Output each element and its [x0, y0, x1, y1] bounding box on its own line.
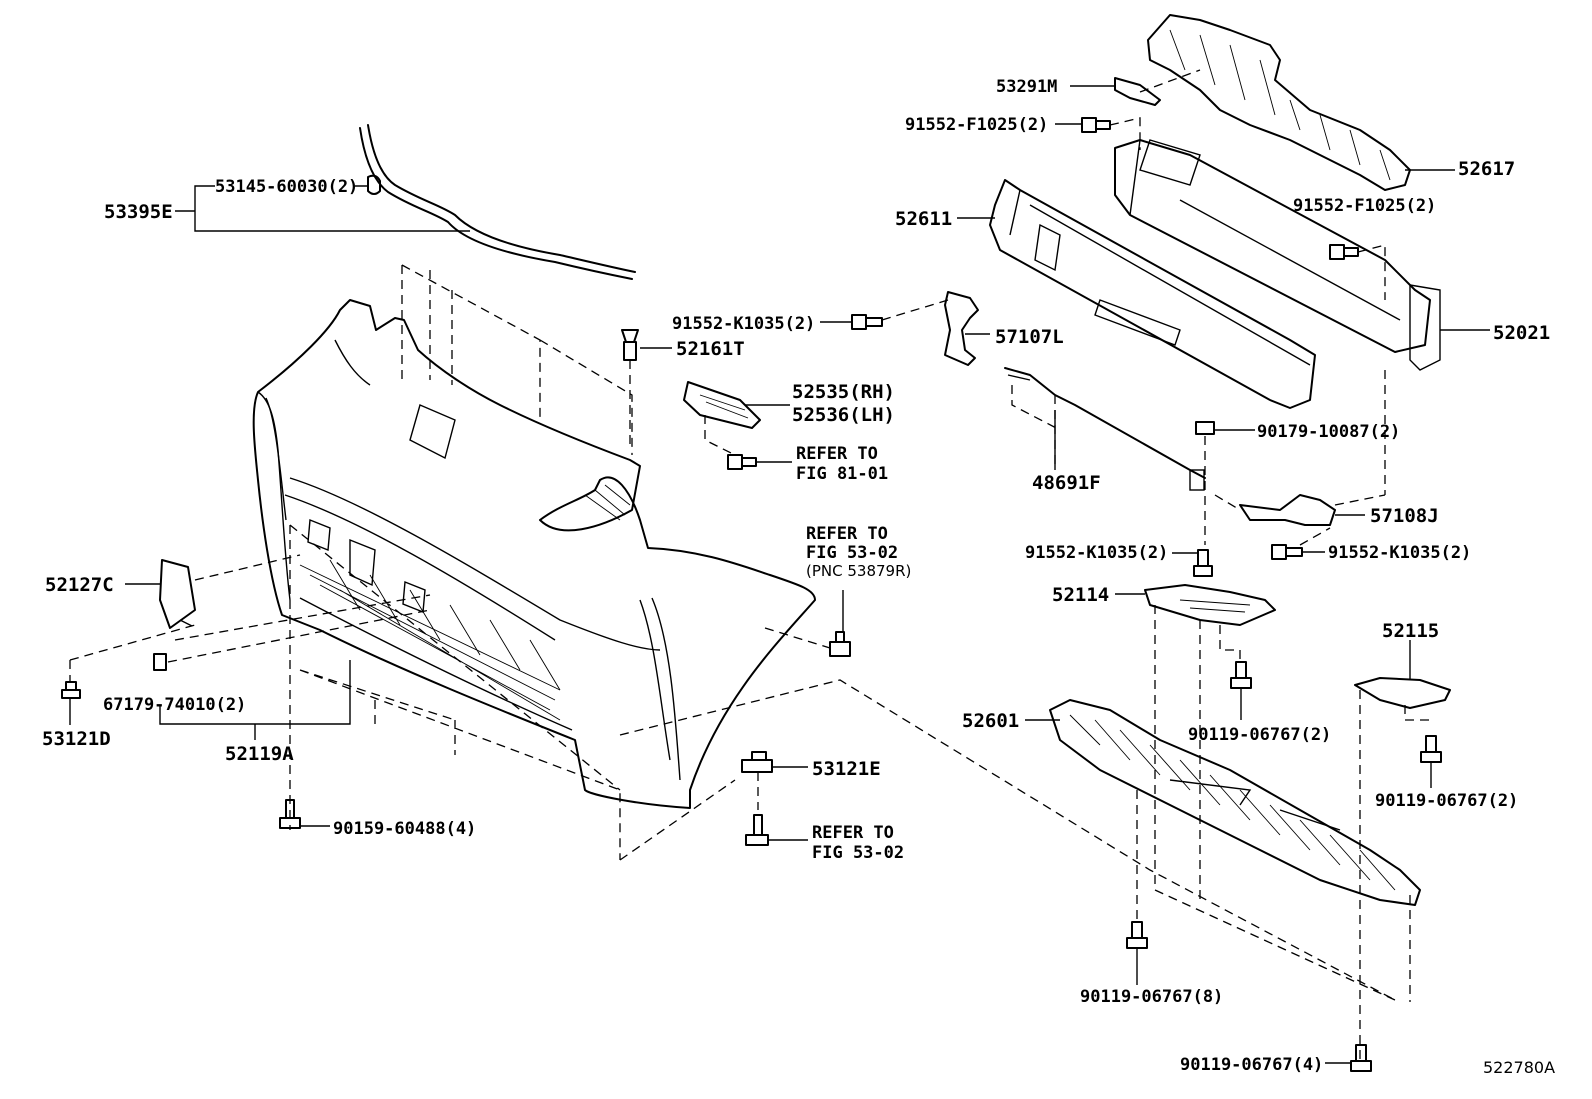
label-90119-d: 90119-06767(4) — [1180, 1055, 1323, 1075]
label-57107l: 57107L — [995, 326, 1064, 348]
nut-icon-90179 — [1195, 421, 1215, 435]
label-91552k-mid: 91552-K1035(2) — [1025, 543, 1168, 563]
label-refer-5302-b: FIG 53-02 — [806, 543, 898, 563]
bolt-icon-91552k-right — [1271, 544, 1303, 560]
bolt-icon-91552f-top — [1081, 117, 1111, 133]
tow-hook-cover — [159, 559, 196, 629]
absorber-bracket — [1114, 77, 1161, 106]
label-67179: 67179-74010(2) — [103, 695, 246, 715]
label-53121e: 53121E — [812, 758, 881, 780]
bolt-icon-91552f-right — [1329, 244, 1359, 260]
label-53121d: 53121D — [42, 728, 111, 750]
energy-absorber — [1147, 14, 1411, 191]
label-91552k-top: 91552-K1035(2) — [672, 314, 815, 334]
side-bracket — [683, 381, 761, 429]
label-52611: 52611 — [895, 208, 952, 230]
molding-strip — [359, 124, 636, 280]
bumper-cover — [252, 299, 816, 809]
label-refer-5302-a: REFER TO — [806, 524, 888, 544]
clip-icon-52161t — [621, 329, 639, 361]
screw-icon-refer — [745, 814, 769, 846]
label-48691f: 48691F — [1032, 472, 1101, 494]
label-52601: 52601 — [962, 710, 1019, 732]
label-90159: 90159-60488(4) — [333, 819, 476, 839]
figure-id: 522780A — [1483, 1058, 1555, 1077]
label-52161t: 52161T — [676, 338, 745, 360]
clip-nut-icon — [153, 653, 167, 671]
skid-plate-52115 — [1354, 677, 1451, 709]
label-90119-b: 90119-06767(2) — [1375, 791, 1518, 811]
bumper-reinforcement — [989, 179, 1316, 409]
label-refer-8101-a: REFER TO — [796, 444, 878, 464]
skid-plate-52114 — [1144, 584, 1276, 626]
bolt-icon-90119-b — [1420, 735, 1442, 763]
label-refer-5302-pnc: (PNC 53879R) — [806, 562, 911, 580]
bolt-icon-91552k-top — [851, 314, 883, 330]
bolt-icon-90119-c — [1126, 921, 1148, 949]
clip-icon-53121e — [741, 751, 773, 773]
label-53291m: 53291M — [996, 77, 1057, 97]
label-52536: 52536(LH) — [792, 404, 895, 426]
label-refer-5302b-a: REFER TO — [812, 823, 894, 843]
label-52617: 52617 — [1458, 158, 1515, 180]
clip-icon — [367, 174, 381, 195]
label-52115: 52115 — [1382, 620, 1439, 642]
fastener-icon-53879r — [829, 631, 851, 657]
label-52127c: 52127C — [45, 574, 114, 596]
label-90119-c: 90119-06767(8) — [1080, 987, 1223, 1007]
label-52114: 52114 — [1052, 584, 1109, 606]
label-52119a: 52119A — [225, 743, 294, 765]
bolt-icon-90119-d — [1350, 1044, 1372, 1072]
label-90179: 90179-10087(2) — [1257, 422, 1400, 442]
label-52021: 52021 — [1493, 322, 1550, 344]
label-57108j: 57108J — [1370, 505, 1439, 527]
hood-lock-bracket — [944, 291, 979, 366]
hood-release-cable — [1004, 367, 1206, 491]
bolt-icon-90119-a — [1230, 661, 1252, 689]
bolt-icon-90159 — [279, 799, 301, 829]
label-53145: 53145-60030(2) — [215, 177, 358, 197]
label-90119-a: 90119-06767(2) — [1188, 725, 1331, 745]
bolt-icon-91552k-mid — [1193, 549, 1213, 577]
label-52535: 52535(RH) — [792, 381, 895, 403]
label-53395e: 53395E — [104, 201, 173, 223]
label-91552f-top: 91552-F1025(2) — [905, 115, 1048, 135]
bolt-icon-bracket — [727, 454, 757, 470]
label-91552f-right: 91552-F1025(2) — [1293, 196, 1436, 216]
lower-bracket — [1239, 494, 1336, 526]
label-refer-8101-b: FIG 81-01 — [796, 464, 888, 484]
label-91552k-right: 91552-K1035(2) — [1328, 543, 1471, 563]
under-cover — [1049, 699, 1421, 906]
clip-icon-53121d — [61, 681, 81, 699]
bumper-beam — [1114, 139, 1441, 371]
label-refer-5302b-b: FIG 53-02 — [812, 843, 904, 863]
